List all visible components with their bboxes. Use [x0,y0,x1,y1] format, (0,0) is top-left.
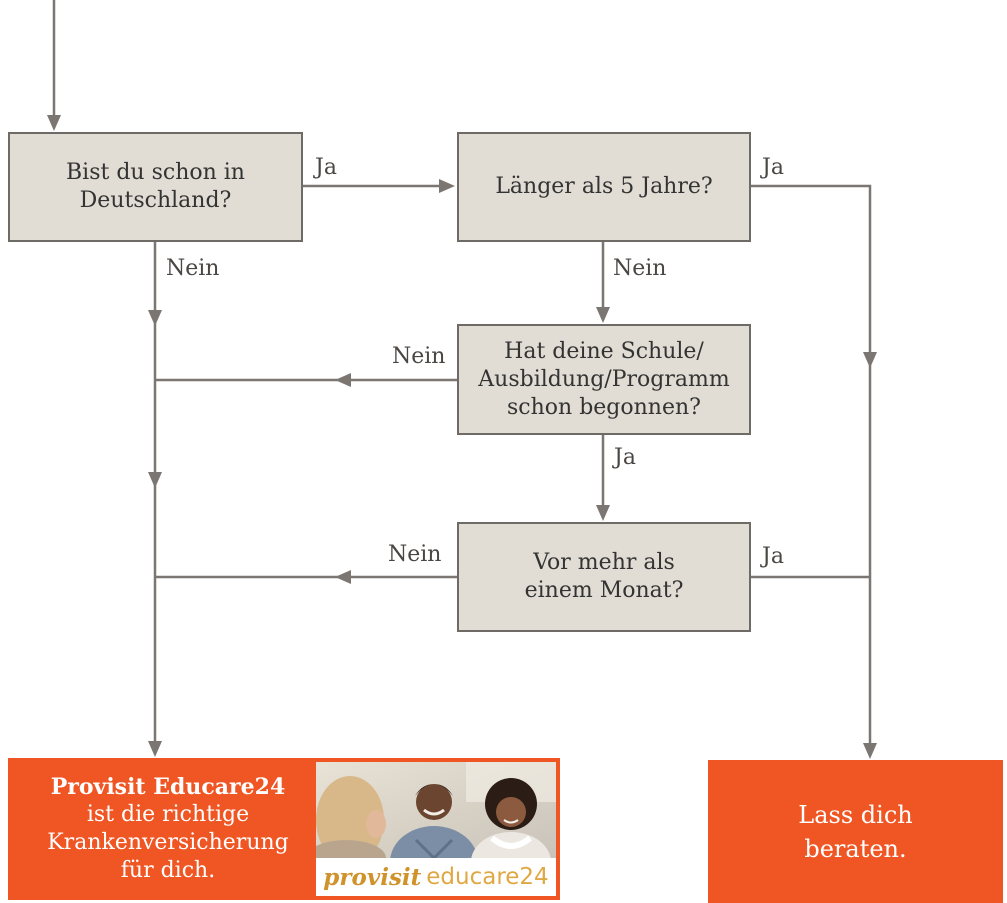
right-trunk-connector [751,184,872,747]
result-line: ist die richtige [86,802,250,827]
over-one-month-no-arrowhead [335,570,351,584]
result-line: Lass dich [798,800,913,829]
label-over-5-years-no: Nein [613,256,667,281]
over-5-years-no-arrowhead [596,307,610,323]
label-over-5-years-yes: Ja [762,155,784,180]
educare-photo: provisit educare24 [316,762,556,896]
decision-line: Bist du schon in [66,160,245,185]
label-in-germany-no: Nein [166,256,220,281]
photo-three-people [316,762,556,858]
result-educare: Provisit Educare24 ist die richtige Kran… [8,758,560,900]
logo-brand: provisit [323,863,422,891]
decision-line: einem Monat? [524,578,684,603]
logo-product: educare24 [426,864,549,890]
decision-over-5-years: Länger als 5 Jahre? [457,132,751,242]
decision-line: Deutschland? [79,188,232,213]
result-advice-text: Lass dich beraten. [708,760,1003,903]
program-started-no-arrowhead [335,373,351,387]
label-program-started-yes: Ja [614,445,636,470]
result-educare-text: Provisit Educare24 ist die richtige Kran… [20,758,316,900]
right-trunk-arrowhead-1 [863,352,877,368]
label-in-germany-yes: Ja [315,155,337,180]
decision-line: Ausbildung/Programm [478,366,730,392]
label-over-one-month-no: Nein [388,542,442,567]
decision-line: schon begonnen? [507,394,701,420]
entry-arrowhead [47,115,61,131]
decision-line: Vor mehr als [533,550,675,575]
decision-over-one-month: Vor mehr als einem Monat? [457,522,751,632]
left-trunk-arrowhead-3 [148,741,162,757]
label-program-started-no: Nein [392,344,446,369]
decision-line: Hat deine Schule/ [504,338,704,364]
provisit-educare24-logo: provisit educare24 [316,858,556,896]
right-trunk-arrowhead-2 [863,743,877,759]
result-line: für dich. [120,858,216,883]
decision-line: Länger als 5 Jahre? [495,174,713,199]
result-advice: Lass dich beraten. [708,760,1003,903]
left-trunk-arrowhead-1 [148,310,162,326]
left-trunk-arrowhead-2 [148,472,162,488]
program-started-yes-arrowhead [596,505,610,521]
result-educare-title: Provisit Educare24 [50,774,286,800]
decision-in-germany: Bist du schon in Deutschland? [8,132,303,242]
decision-program-started: Hat deine Schule/ Ausbildung/Programm sc… [457,324,751,435]
result-line: Krankenversicherung [47,830,289,855]
label-over-one-month-yes: Ja [762,544,784,569]
in-germany-yes-arrowhead [439,179,455,193]
result-line: beraten. [804,834,907,863]
